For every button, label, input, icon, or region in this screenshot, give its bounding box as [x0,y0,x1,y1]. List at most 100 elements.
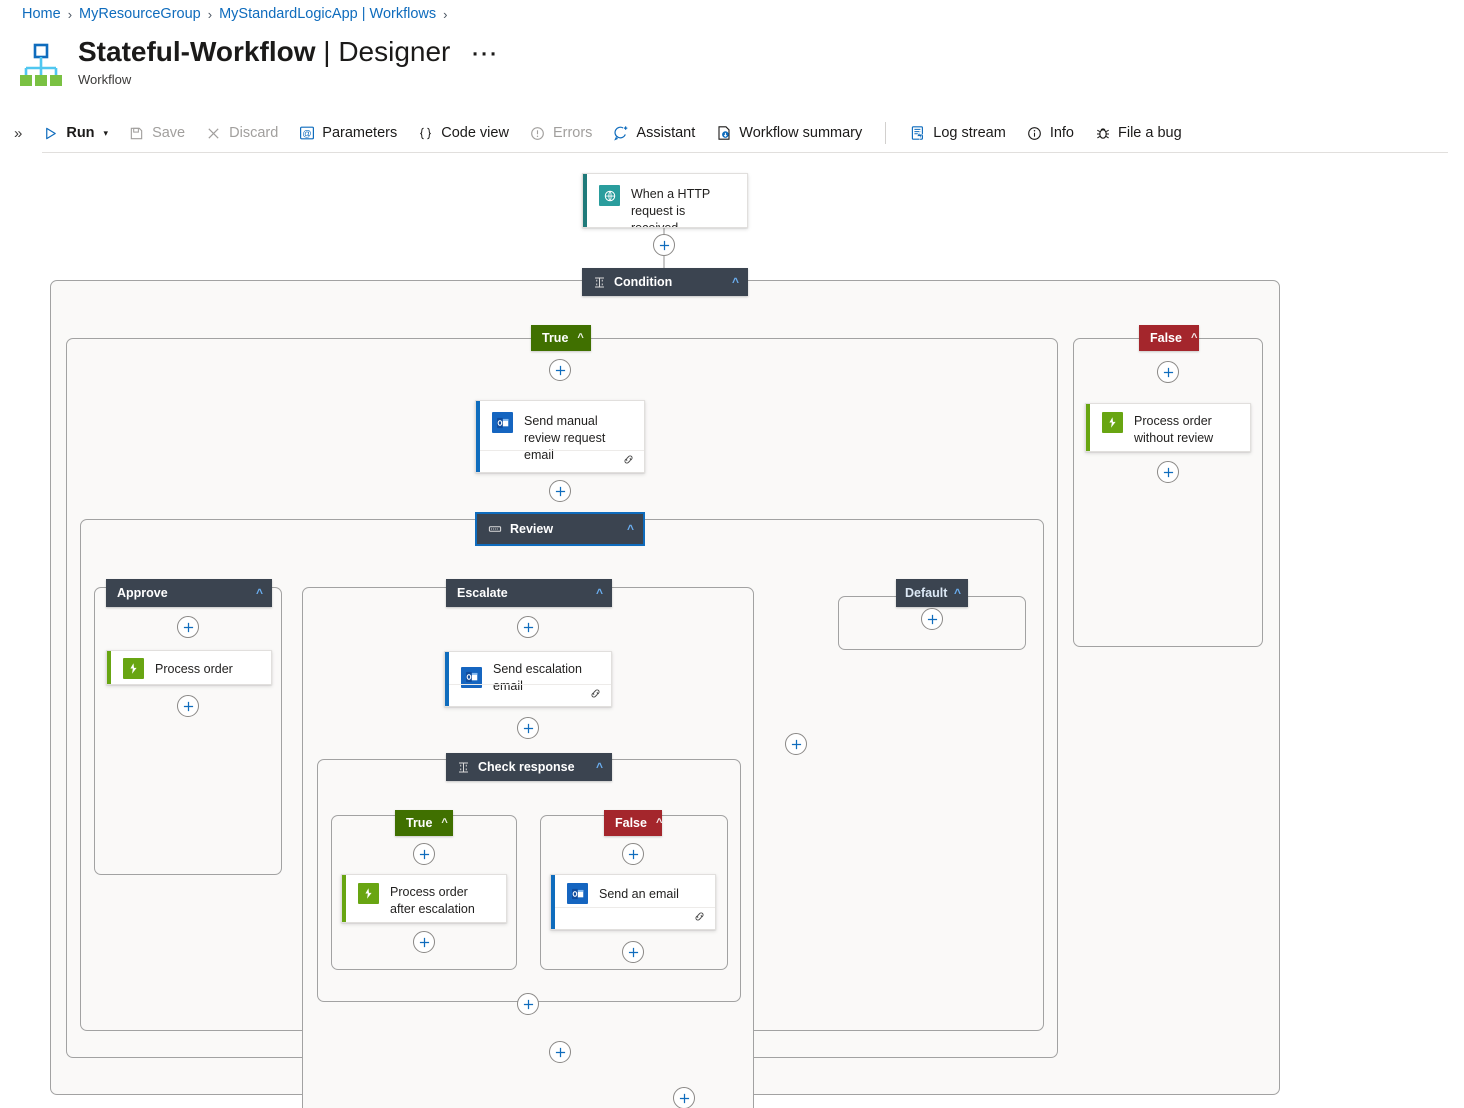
info-button[interactable]: Info [1016,121,1084,146]
workflow-summary-icon [715,125,732,142]
nested-condition-label: Check response [478,760,575,774]
chevron-up-icon[interactable]: ^ [441,817,448,829]
add-action-button[interactable] [177,695,199,717]
node-accent-bar [107,651,111,684]
breadcrumb-item-resource-group[interactable]: MyResourceGroup [79,6,201,22]
node-label: When a HTTP request is received [631,187,710,228]
log-stream-icon [909,125,926,142]
azure-function-icon [1102,412,1123,433]
add-action-button[interactable] [622,941,644,963]
link-icon[interactable] [622,453,635,471]
switch-case-approve-header[interactable]: Approve ^ [106,579,272,607]
toolbar: » Run ▾ Save Discard @ Parameters Code v… [0,113,1464,153]
add-action-button[interactable] [413,931,435,953]
condition-node-header[interactable]: Condition ^ [582,268,748,296]
add-action-button[interactable] [1157,461,1179,483]
assistant-sparkle-icon [612,125,629,142]
node-accent-bar [342,875,346,922]
action-node-process-order[interactable]: Process order [106,650,272,685]
page-title-row: Stateful-Workflow | Designer ··· Workflo… [18,36,499,90]
switch-case-default-header[interactable]: Default ^ [896,579,968,607]
add-action-button[interactable] [549,480,571,502]
add-action-button[interactable] [653,234,675,256]
condition-branch-true[interactable]: True ^ [531,325,591,351]
errors-button[interactable]: Errors [519,121,602,146]
node-accent-bar [583,174,587,227]
page-title-section: Designer [338,36,451,67]
chevron-up-icon[interactable]: ^ [953,586,961,600]
switch-icon [488,522,502,536]
outlook-icon [492,412,513,433]
file-a-bug-button[interactable]: File a bug [1084,121,1192,146]
case-escalate-label: Escalate [457,586,508,600]
workflow-designer-canvas[interactable]: When a HTTP request is received Conditio… [0,155,1464,1108]
case-approve-label: Approve [117,586,168,600]
chevron-up-icon[interactable]: ^ [655,817,663,829]
outlook-icon [567,883,588,904]
chevron-up-icon[interactable]: ^ [577,332,584,344]
http-request-icon [599,185,620,206]
assistant-button[interactable]: Assistant [602,121,705,146]
add-action-button[interactable] [517,717,539,739]
condition-branch-false[interactable]: False ^ [1139,325,1199,351]
branch-true-label: True [542,331,569,345]
toolbar-expand-icon[interactable]: » [14,124,23,142]
breadcrumb-item-home[interactable]: Home [22,6,61,22]
add-action-button[interactable] [921,608,943,630]
add-action-button[interactable] [413,843,435,865]
link-icon[interactable] [589,687,602,705]
azure-function-icon [358,883,379,904]
link-icon[interactable] [693,910,706,928]
node-label: Send manual review request email [524,414,606,462]
add-action-button[interactable] [673,1087,695,1108]
nested-condition-branch-true[interactable]: True ^ [395,810,453,836]
action-node-send-an-email[interactable]: Send an email [550,874,716,930]
breadcrumb-item-logic-app[interactable]: MyStandardLogicApp | Workflows [219,6,437,22]
chevron-up-icon[interactable]: ^ [1190,332,1198,344]
add-action-button[interactable] [517,616,539,638]
add-action-button[interactable] [177,616,199,638]
page-title-workflow-name: Stateful-Workflow [78,36,316,67]
switch-case-escalate-header[interactable]: Escalate ^ [446,579,612,607]
switch-node-review[interactable]: Review ^ [475,512,645,546]
node-footer [480,450,644,472]
workflow-summary-button[interactable]: Workflow summary [705,121,872,146]
add-action-button[interactable] [517,993,539,1015]
more-options-button[interactable]: ··· [472,43,500,66]
code-view-button[interactable]: Code view [407,121,519,146]
action-node-process-after-escalation[interactable]: Process order after escalation [341,874,507,923]
breadcrumb-separator: › [67,6,73,22]
chevron-up-icon[interactable]: ^ [731,275,739,289]
chevron-down-icon[interactable]: ▾ [103,127,109,138]
play-icon [42,125,59,142]
node-label: Process order after escalation [390,885,475,916]
action-node-send-manual-review[interactable]: Send manual review request email [475,400,645,473]
code-view-label: Code view [441,125,509,141]
add-action-button[interactable] [549,359,571,381]
code-braces-icon [417,125,434,142]
add-action-button[interactable] [1157,361,1179,383]
assistant-label: Assistant [636,125,696,141]
toolbar-divider [885,122,887,144]
log-stream-button[interactable]: Log stream [899,121,1016,146]
save-button[interactable]: Save [118,121,195,146]
chevron-up-icon[interactable]: ^ [595,760,603,774]
discard-label: Discard [229,125,279,141]
add-case-button[interactable] [785,733,807,755]
add-action-button[interactable] [549,1041,571,1063]
action-node-send-escalation-email[interactable]: Send escalation email [444,651,612,707]
add-action-button[interactable] [622,843,644,865]
parameters-label: Parameters [322,125,398,141]
action-node-process-without-review[interactable]: Process order without review [1085,403,1251,452]
chevron-up-icon[interactable]: ^ [255,586,263,600]
chevron-up-icon[interactable]: ^ [626,522,634,536]
chevron-up-icon[interactable]: ^ [595,586,603,600]
nested-condition-branch-false[interactable]: False ^ [604,810,662,836]
nested-condition-node-header[interactable]: Check response ^ [446,753,612,781]
discard-button[interactable]: Discard [195,121,288,146]
parameters-button[interactable]: @ Parameters [288,121,407,146]
run-button[interactable]: Run ▾ [32,121,118,146]
branch-true-label: True [406,816,433,830]
trigger-node-http-request[interactable]: When a HTTP request is received [582,173,748,228]
azure-function-icon [123,658,144,679]
